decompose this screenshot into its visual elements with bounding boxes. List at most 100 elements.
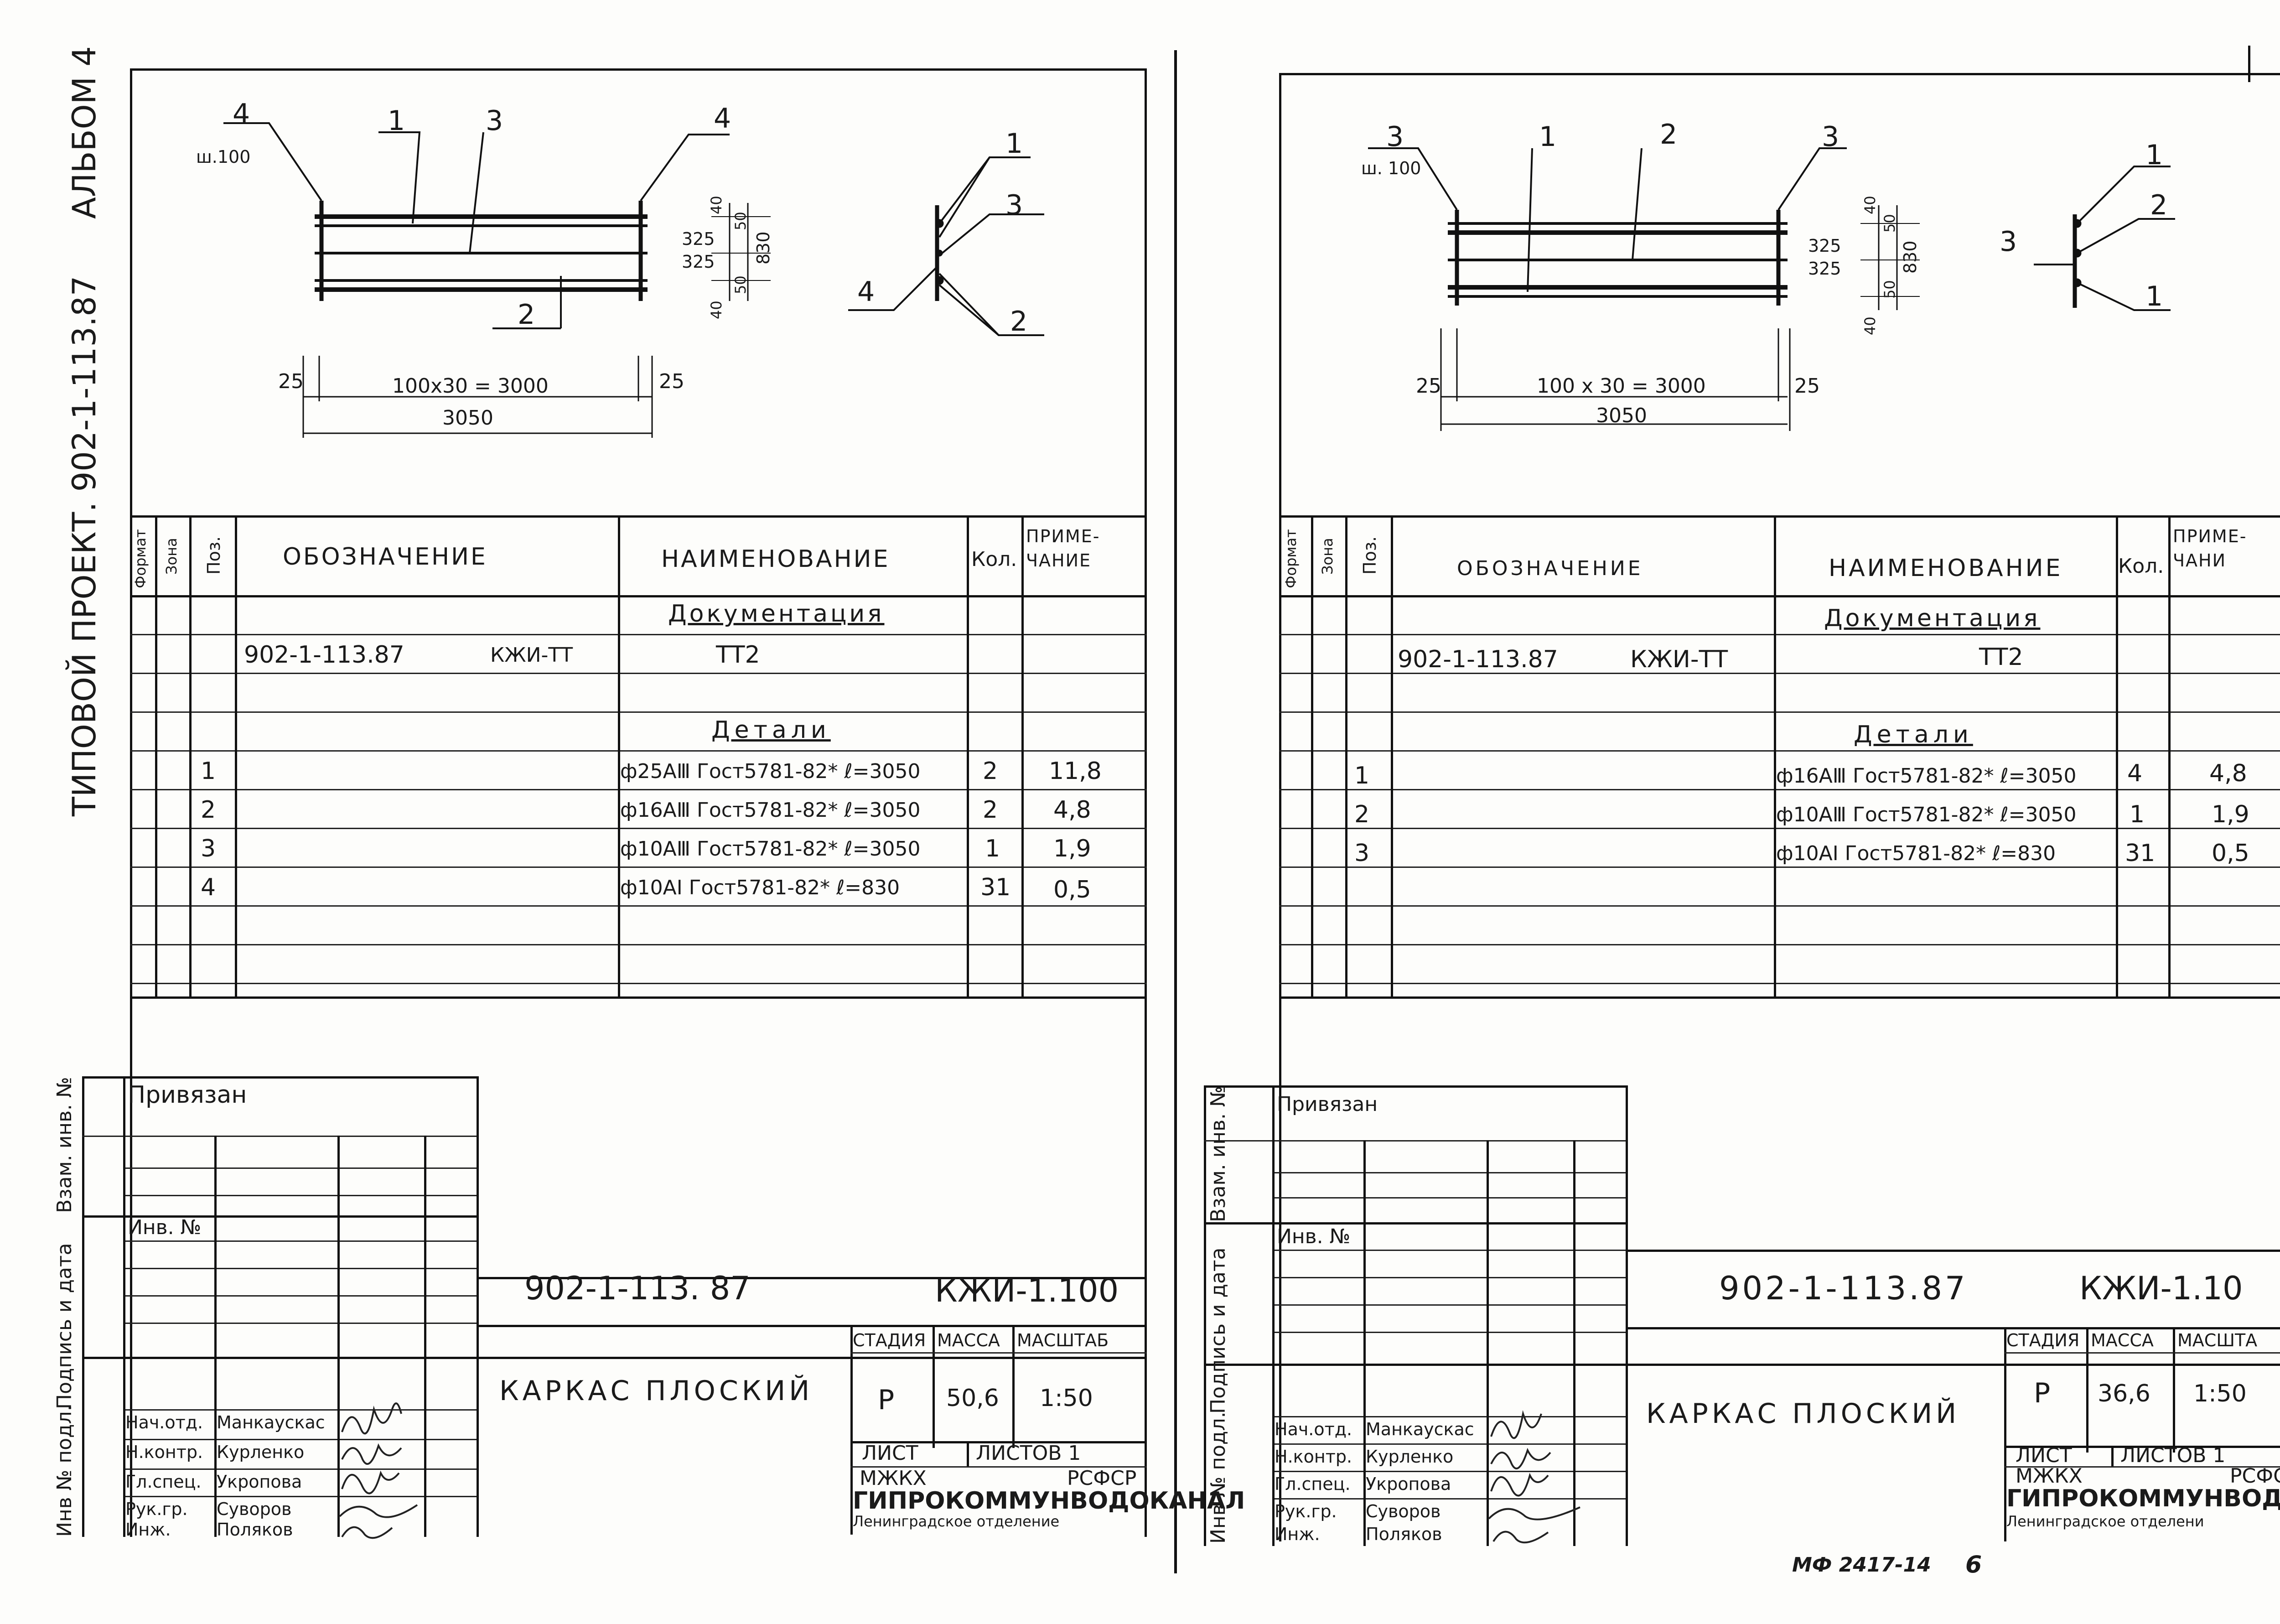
pos-tag: 3 — [1822, 121, 1840, 153]
row-qty: 4 — [2127, 760, 2143, 787]
row-name: ф10АⅢ Гост5781-82* ℓ=3050 — [1776, 803, 2077, 826]
section-parts: Детали — [711, 716, 831, 744]
sheets-label: ЛИСТОВ 1 — [2120, 1444, 2226, 1467]
doc-code: КЖИ-ТТ — [1630, 646, 1728, 673]
staff-role: Н.контр. — [125, 1442, 203, 1462]
row-qty: 1 — [2130, 801, 2145, 828]
row-name: ф16АⅢ Гост5781-82* ℓ=3050 — [620, 799, 921, 822]
pos-tag: 4 — [233, 98, 250, 130]
row-note: 1,9 — [1053, 835, 1091, 862]
section-tag: 3 — [1005, 189, 1023, 221]
stamp-code: 902-1-113. 87 — [524, 1270, 751, 1307]
dim-v: 325 — [682, 252, 715, 272]
doc-designation: 902-1-113.87 — [1398, 646, 1558, 673]
section-tag: 1 — [2145, 280, 2163, 312]
staff-role: Рук.гр. — [1275, 1501, 1337, 1521]
stage-value: Р — [2034, 1377, 2051, 1409]
row-pos: 3 — [201, 835, 216, 862]
row-qty: 1 — [985, 835, 1000, 862]
staff-name: Укропова — [217, 1472, 302, 1492]
mass-header: МАССА — [937, 1330, 1000, 1350]
row-note: 4,8 — [2209, 760, 2247, 787]
staff-name: Манкаускас — [217, 1412, 325, 1432]
section-tag: 2 — [2150, 189, 2168, 221]
row-qty: 31 — [2125, 840, 2156, 867]
col-qty: Кол. — [2118, 555, 2164, 578]
row-note: 1,9 — [2212, 801, 2249, 828]
mass-value: 50,6 — [946, 1385, 999, 1412]
row-pos: 1 — [1354, 762, 1370, 789]
row-note: 4,8 — [1053, 796, 1091, 824]
dim-v: 325 — [682, 229, 715, 249]
mass-value: 36,6 — [2098, 1380, 2150, 1407]
step-label: ш.100 — [196, 147, 251, 167]
dim-end-left: 25 — [278, 370, 304, 393]
stage-header: СТАДИЯ — [853, 1330, 926, 1350]
staff-role: Инж. — [1275, 1524, 1320, 1544]
col-note: ПРИМЕ-ЧАНИЕ — [1026, 526, 1100, 571]
staff-role: Нач.отд. — [1275, 1419, 1352, 1439]
sheets-label: ЛИСТОВ 1 — [976, 1442, 1081, 1465]
row-pos: 4 — [201, 874, 216, 901]
doc-name: ТТ2 — [716, 641, 760, 669]
col-name: НАИМЕНОВАНИЕ — [1829, 555, 2063, 582]
row-name: ф16АⅢ Гост5781-82* ℓ=3050 — [1776, 764, 2077, 788]
staff-name: Суворов — [1366, 1501, 1441, 1521]
dim-total: 3050 — [442, 406, 493, 430]
section-tag: 2 — [1010, 306, 1028, 337]
org2: ГИПРОКОММУНВОДОКАНАЛ — [853, 1487, 1245, 1515]
staff-name: Поляков — [217, 1520, 293, 1540]
staff-name: Поляков — [1366, 1524, 1442, 1544]
row-name: ф25АⅢ Гост5781-82* ℓ=3050 — [620, 760, 921, 783]
row-pos: 1 — [201, 758, 216, 785]
section-tag: 1 — [1005, 128, 1023, 160]
dim-end-left: 25 — [1416, 374, 1441, 398]
pos-tag: 4 — [714, 103, 731, 135]
doc-name: ТТ2 — [1979, 643, 2023, 671]
staff-name: Курленко — [1366, 1447, 1454, 1467]
dim-span: 100х30 = 3000 — [392, 374, 549, 398]
pos-tag: 2 — [1660, 119, 1678, 150]
staff-role: Н.контр. — [1275, 1447, 1352, 1467]
section-tag: 4 — [857, 276, 875, 308]
staff-name: Суворов — [217, 1499, 292, 1519]
row-note: 0,5 — [1053, 876, 1091, 903]
stamp-title: КАРКАС ПЛОСКИЙ — [499, 1375, 814, 1407]
stamp-sheet-code: КЖИ-1.10 — [2079, 1270, 2243, 1307]
row-note: 11,8 — [1049, 758, 1102, 785]
row-note: 0,5 — [2212, 840, 2249, 867]
row-qty: 31 — [980, 874, 1011, 901]
scale-value: 1:50 — [2193, 1380, 2247, 1407]
staff-role: Рук.гр. — [125, 1499, 188, 1519]
org2: ГИПРОКОММУНВОДОКАНА — [2006, 1485, 2280, 1512]
dim-total: 3050 — [1596, 404, 1647, 427]
dim-end-right: 25 — [1794, 374, 1820, 398]
row-pos: 3 — [1354, 840, 1370, 867]
doc-designation: 902-1-113.87 — [244, 641, 404, 669]
section-doc: Документация — [668, 600, 885, 628]
org1: МЖКХ — [2016, 1464, 2083, 1488]
pos-tag: 3 — [1386, 121, 1404, 153]
dim-end-right: 25 — [659, 370, 684, 393]
page-number: 6 — [1965, 1551, 1982, 1578]
staff-name: Курленко — [217, 1442, 305, 1462]
stage-header: СТАДИЯ — [2006, 1330, 2080, 1350]
col-note: ПРИМЕ-ЧАНИ — [2173, 526, 2247, 571]
dim-v: 325 — [1808, 236, 1841, 256]
org3: Ленинградское отделение — [853, 1513, 1060, 1530]
row-pos: 2 — [1354, 801, 1370, 828]
stamp-sheet-code: КЖИ-1.100 — [935, 1272, 1119, 1309]
stage-value: Р — [878, 1384, 895, 1416]
row-pos: 2 — [201, 796, 216, 824]
inv-no: Инв. № — [128, 1216, 202, 1239]
row-name: ф10АⅢ Гост5781-82* ℓ=3050 — [620, 837, 921, 861]
staff-name: Укропова — [1366, 1474, 1451, 1494]
col-name: НАИМЕНОВАНИЕ — [661, 545, 890, 573]
org1b: РСФСР — [2230, 1464, 2280, 1488]
staff-role: Нач.отд. — [125, 1412, 203, 1432]
archive-number: МФ 2417-14 — [1792, 1553, 1931, 1577]
scale-header: МАСШТА — [2177, 1330, 2258, 1350]
